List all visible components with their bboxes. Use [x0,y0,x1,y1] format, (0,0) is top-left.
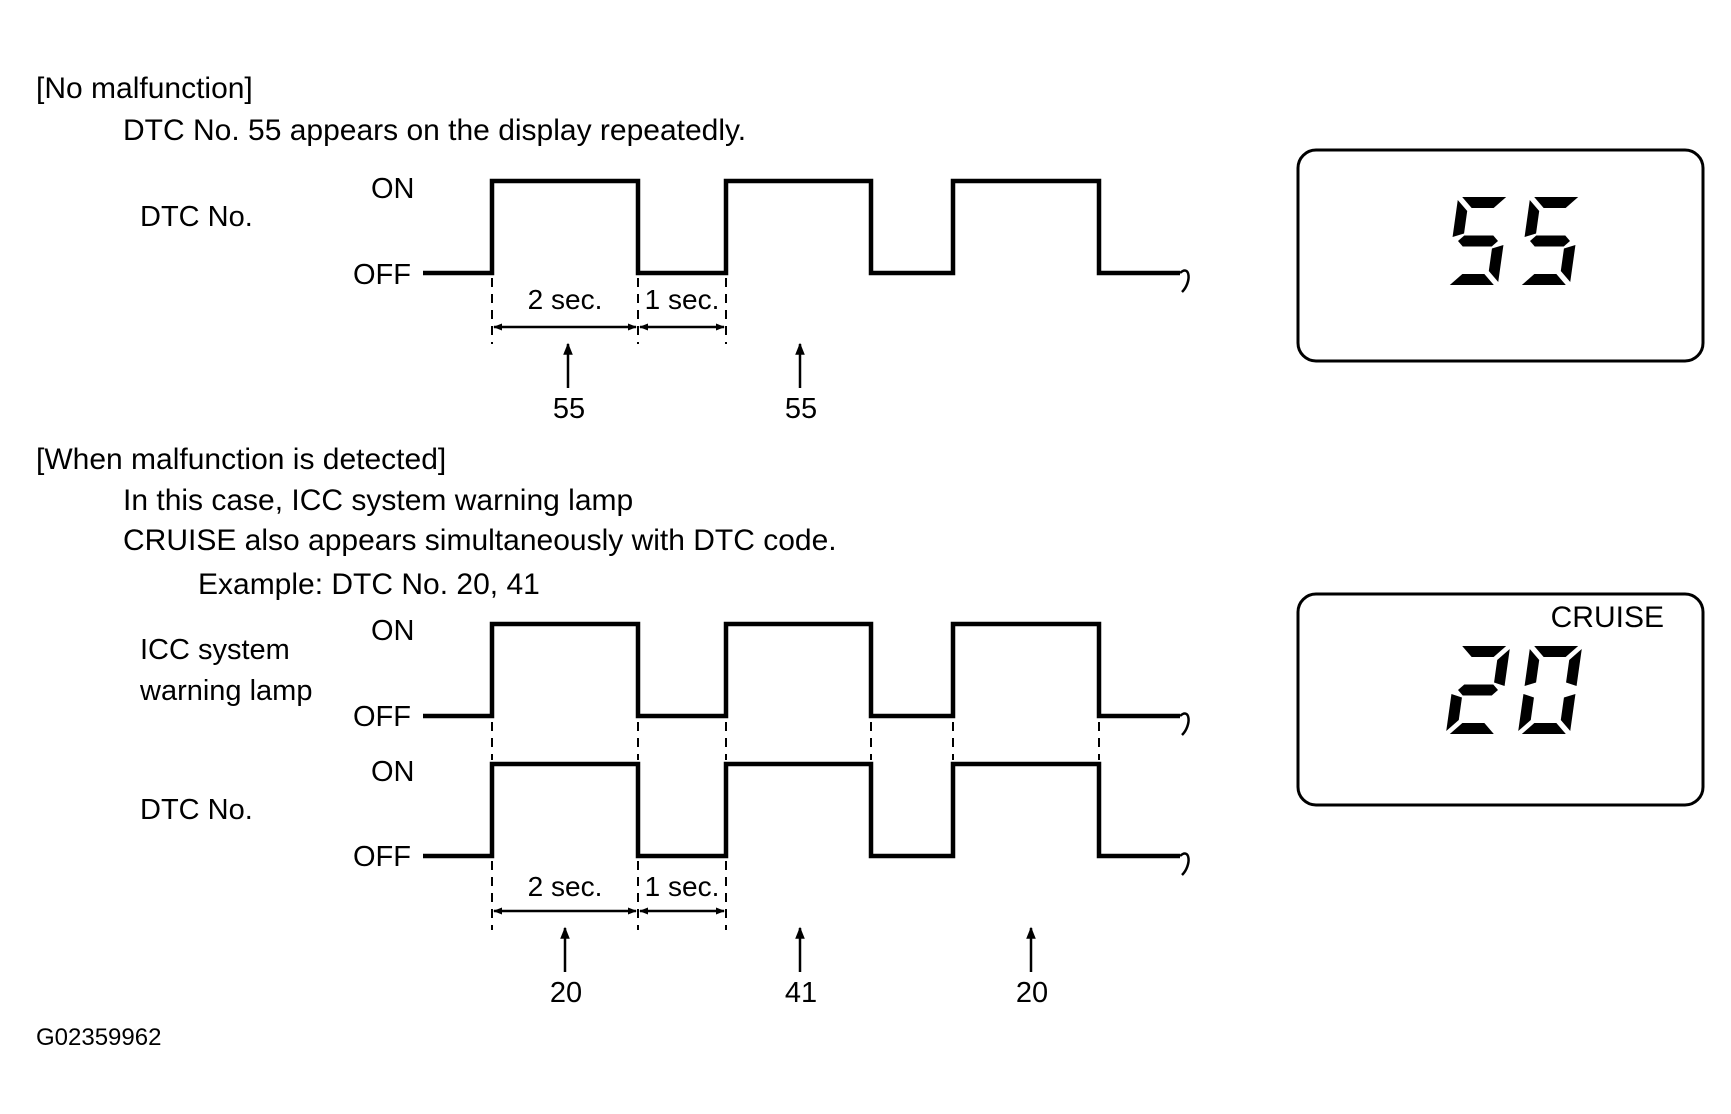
signal-label-lamp-line-2: warning lamp [139,675,312,707]
display-panel-20: CRUISE [1296,592,1705,807]
display-panel-55 [1296,148,1705,363]
digit-segment-g [1458,235,1498,247]
break-mark [1179,712,1190,736]
digit-segment-d [1521,274,1566,285]
code-label: 20 [1016,977,1048,1009]
off-duration-label: 1 sec. [645,284,720,315]
break-mark [1179,269,1190,293]
code-label: 20 [550,977,582,1009]
lamp-waveform [423,621,1180,719]
digit-segment-f [1452,200,1468,237]
off-duration-label: 1 sec. [645,871,720,902]
digit-segment-c [1560,245,1576,282]
digit-segment-a [1534,646,1579,657]
dtc-waveform [423,761,1180,859]
digit-segment-a [1462,197,1507,208]
on-duration-label: 2 sec. [528,284,603,315]
digit-segment-f [1524,649,1540,686]
break-mark [1179,852,1190,876]
seven-segment-digit [1521,197,1579,285]
digit-segment-b [1494,649,1510,686]
digit-segment-c [1488,245,1504,282]
digit-segment-f [1524,200,1540,237]
signal-label-lamp-line-1: ICC system [140,634,290,666]
dtc-waveform [423,178,1180,276]
example-label: Example: DTC No. 20, 41 [198,568,540,601]
digit-segment-a [1462,646,1507,657]
digit-segment-d [1521,723,1566,734]
digit-segment-e [1446,694,1462,731]
digit-segment-g [1458,684,1498,696]
display-frame [1296,592,1705,807]
code-label: 55 [785,393,817,425]
on-label: ON [371,756,415,788]
digit-segment-d [1449,274,1494,285]
signal-label-dtc: DTC No. [140,794,253,826]
heading-malfunction: [When malfunction is detected] [36,443,446,476]
digit-segment-c [1560,694,1576,731]
digit-segment-d [1449,723,1494,734]
signal-label-dtc: DTC No. [140,201,253,233]
code-label: 55 [553,393,585,425]
heading-no-malfunction: [No malfunction] [36,72,253,105]
seven-segment-digit [1518,646,1582,734]
figure-id: G02359962 [36,1024,161,1051]
description-line-1: In this case, ICC system warning lamp [123,484,633,517]
code-label: 41 [785,977,817,1009]
on-label: ON [371,615,415,647]
section-malfunction: [When malfunction is detected] In this c… [36,443,1705,1009]
on-label: ON [371,173,415,205]
off-label: OFF [353,841,411,873]
digit-segment-b [1566,649,1582,686]
seven-segment-digit [1449,197,1507,285]
seven-segment-digit [1446,646,1510,734]
section-no-malfunction: [No malfunction] DTC No. 55 appears on t… [36,72,1705,425]
cruise-indicator: CRUISE [1551,601,1664,634]
digit-segment-e [1518,694,1534,731]
description-no-malfunction: DTC No. 55 appears on the display repeat… [123,114,746,147]
digit-segment-g [1530,235,1570,247]
on-duration-label: 2 sec. [528,871,603,902]
digit-segment-a [1534,197,1579,208]
off-label: OFF [353,259,411,291]
description-line-2: CRUISE also appears simultaneously with … [123,524,837,557]
off-label: OFF [353,701,411,733]
